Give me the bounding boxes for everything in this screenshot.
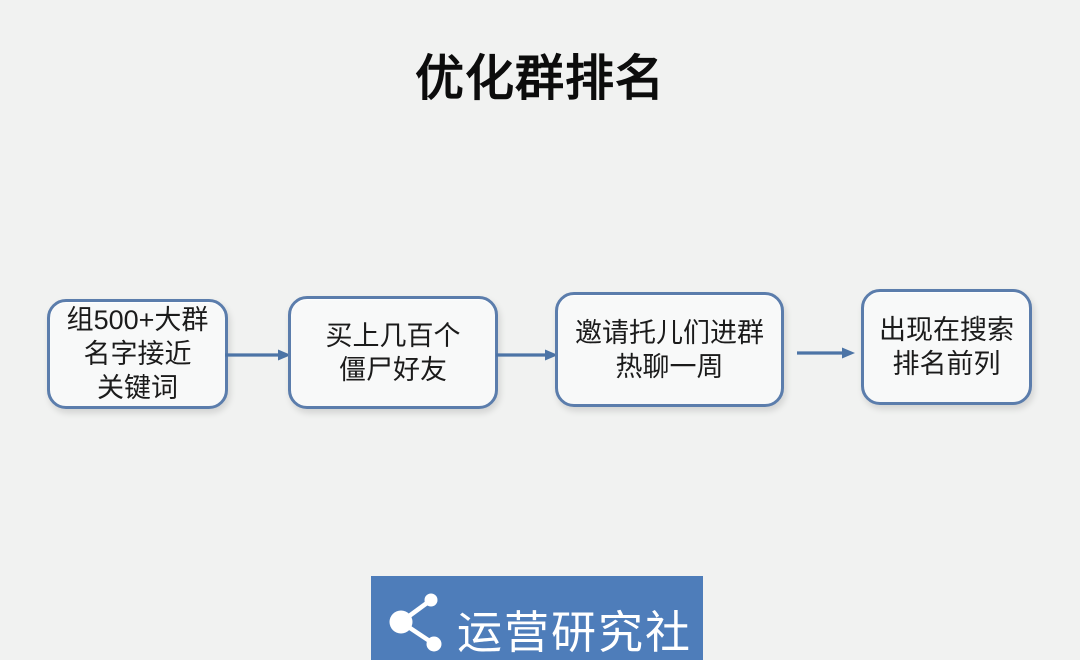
- flow-step-2: 买上几百个 僵尸好友: [288, 296, 498, 409]
- flow-step-4-line-2: 排名前列: [892, 349, 1001, 379]
- arrow-right-icon: [797, 347, 855, 359]
- footer-logo: 运营研究社: [371, 576, 703, 660]
- flow-step-3-line-1: 邀请托儿们进群: [575, 317, 764, 348]
- page-title: 优化群排名: [414, 52, 665, 106]
- flow-step-3-line-2: 热聊一周: [615, 351, 724, 382]
- share-nodes-icon: [389, 593, 442, 652]
- flow-step-2-line-1: 买上几百个: [325, 320, 461, 351]
- flow-step-1: 组500+大群 名字接近 关键词: [47, 299, 228, 409]
- flow-step-4: 出现在搜索 排名前列: [861, 289, 1032, 405]
- arrow-right-icon: [225, 349, 291, 361]
- flow-step-2-line-2: 僵尸好友: [339, 354, 447, 385]
- flow-step-3: 邀请托儿们进群 热聊一周: [555, 292, 784, 407]
- logo-text: 运营研究社: [457, 607, 693, 658]
- flow-step-4-line-1: 出现在搜索: [879, 315, 1014, 345]
- flow-step-1-line-3: 关键词: [97, 373, 178, 403]
- flow-step-1-line-2: 名字接近: [83, 339, 192, 369]
- arrow-right-icon: [496, 349, 558, 361]
- flow-step-1-line-1: 组500+大群: [66, 305, 209, 335]
